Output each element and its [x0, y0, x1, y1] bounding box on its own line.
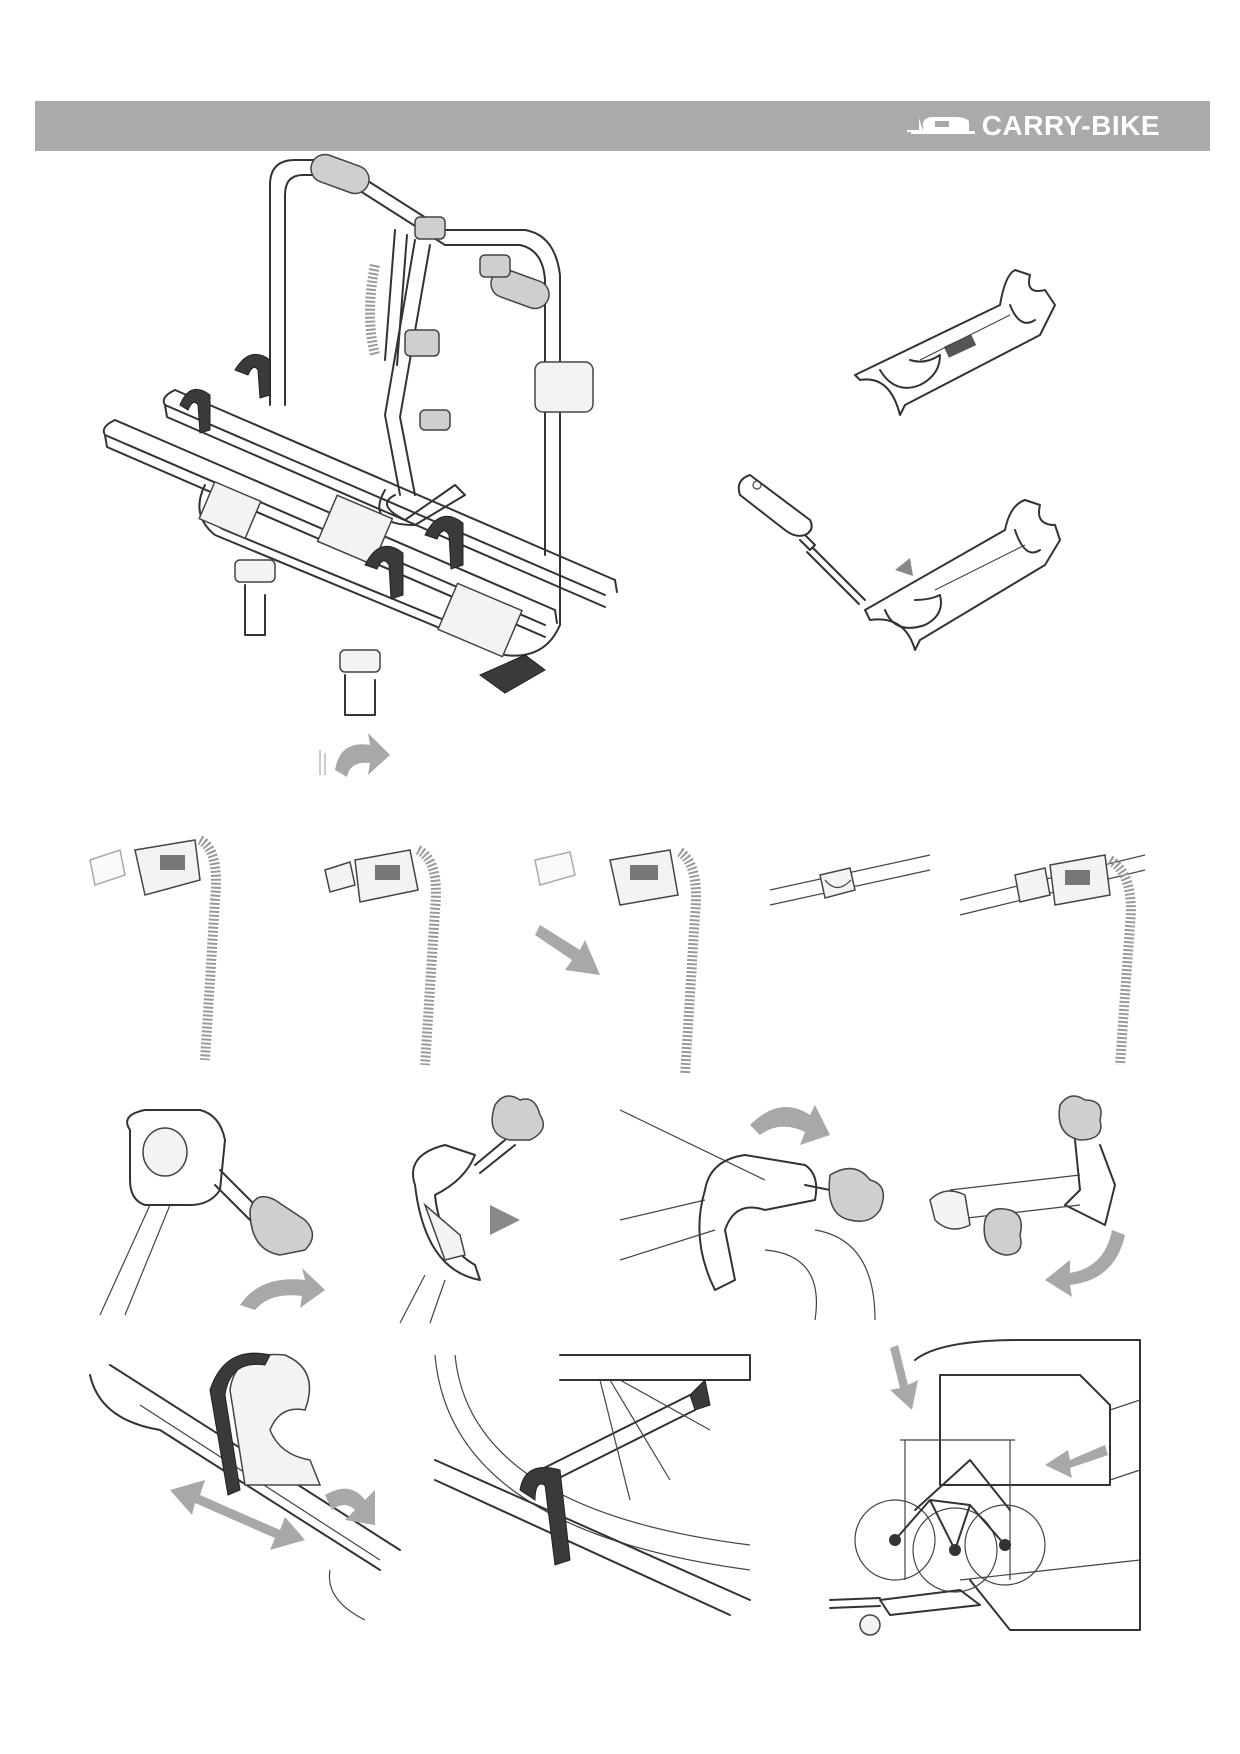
strap-sequence-step-3	[534, 847, 701, 1076]
camper-logo-icon	[907, 117, 975, 134]
rack-on-vehicle	[829, 1339, 1141, 1636]
knob-clamp-step-1	[99, 1109, 325, 1316]
wheel-strap-fastened	[434, 1354, 751, 1616]
wheel-holder-adjust	[89, 1352, 401, 1621]
knob-clamp-step-4	[929, 1095, 1125, 1297]
frame-clamp-shown	[854, 269, 1056, 416]
screwdriver-clamp-step	[737, 474, 1061, 651]
strap-sequence-step-2	[324, 845, 441, 1066]
strap-sequence-step-4	[769, 854, 931, 906]
page-title: CARRY-BIKE	[981, 110, 1160, 141]
knob-clamp-step-2	[399, 1095, 545, 1324]
header-band: CARRY-BIKE	[35, 101, 1210, 151]
knob-clamp-step-3	[619, 1105, 885, 1321]
strap-sequence-step-1	[89, 835, 221, 1061]
bike-rack-overview	[102, 153, 618, 777]
strap-sequence-step-5	[959, 854, 1146, 1066]
